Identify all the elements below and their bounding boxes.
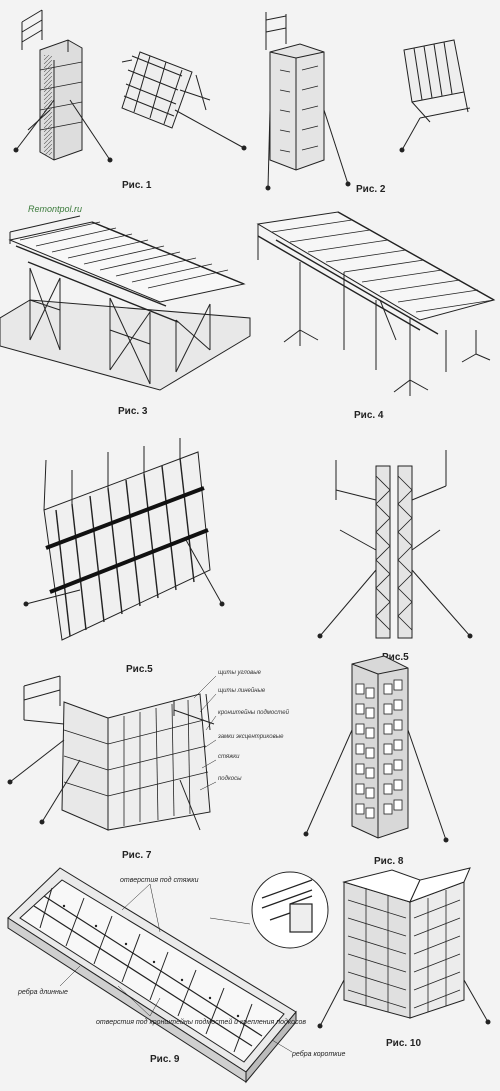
fig5a-caption: Рис.5	[126, 664, 153, 675]
fig9-label-short-ribs: ребра короткие	[291, 1050, 345, 1058]
fig9-label-long-ribs: ребра длинные	[17, 988, 68, 996]
fig7-label-linear-panels: щиты линейные	[218, 687, 266, 694]
fig7-label-platform-brackets: кронштейны подмостей	[218, 709, 290, 716]
fig7-label-eccentric-locks: замки эксцентриковые	[217, 734, 284, 740]
fig10-caption: Рис. 10	[386, 1038, 421, 1049]
fig3-slab-formwork-scaffold	[0, 215, 251, 391]
fig5-wall-formwork	[23, 438, 225, 641]
fig4-caption: Рис. 4	[354, 410, 384, 421]
watermark: Remontpol.ru	[28, 204, 82, 214]
fig7-label-tie-rods: стяжки	[218, 754, 240, 760]
fig9-label-tie-holes: отверстия под стяжки	[120, 876, 199, 884]
fig9-panel-frame	[7, 867, 329, 1084]
fig8-caption: Рис. 8	[374, 856, 404, 867]
fig5-column-truss	[317, 450, 473, 639]
fig10-corner-formwork	[317, 867, 491, 1029]
fig1-panel-lifting	[121, 51, 247, 151]
fig7-label-corner-panels: щиты угловые	[218, 670, 262, 676]
fig1-caption: Рис. 1	[122, 180, 152, 191]
fig9-label-bracket-holes-text: отверстия под кронштейны подмостей и кре…	[96, 1018, 306, 1026]
fig7-wall-formwork-platform	[7, 675, 217, 831]
fig2-column-formwork	[265, 12, 351, 191]
fig8-column-formwork	[303, 655, 449, 843]
fig9-label-bracket-holes: отверстия под кронштейны подмостей и кре…	[96, 1018, 306, 1026]
fig7-label-braces: подкосы	[218, 776, 242, 782]
fig2-caption: Рис. 2	[356, 184, 386, 195]
fig9-caption: Рис. 9	[150, 1054, 180, 1065]
fig1-column-formwork	[13, 9, 113, 163]
fig5b-caption: Рис.5	[382, 652, 409, 663]
fig4-slab-formwork-props	[256, 211, 496, 396]
fig2-panel-lifting	[399, 39, 471, 153]
fig7-caption: Рис. 7	[122, 850, 152, 861]
fig3-caption: Рис. 3	[118, 406, 148, 417]
